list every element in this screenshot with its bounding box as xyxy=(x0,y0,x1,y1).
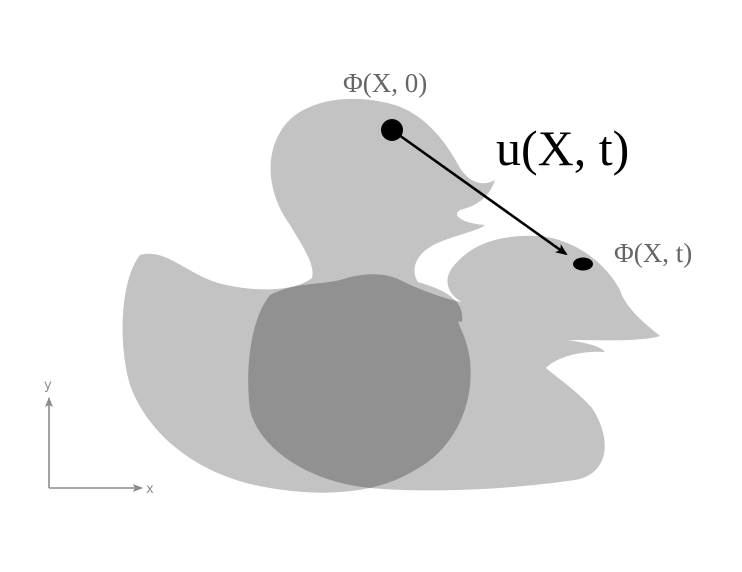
y-axis-label: y xyxy=(44,378,52,393)
x-axis-label: x xyxy=(146,482,154,497)
displacement-arrow xyxy=(391,128,568,256)
initial-point-marker xyxy=(381,119,403,141)
initial-point-label: Φ(X, 0) xyxy=(343,68,427,98)
current-point-marker xyxy=(573,257,593,271)
coordinate-axes: y x xyxy=(44,378,154,497)
displacement-label: u(X, t) xyxy=(496,120,629,176)
current-point-label: Φ(X, t) xyxy=(614,238,692,268)
